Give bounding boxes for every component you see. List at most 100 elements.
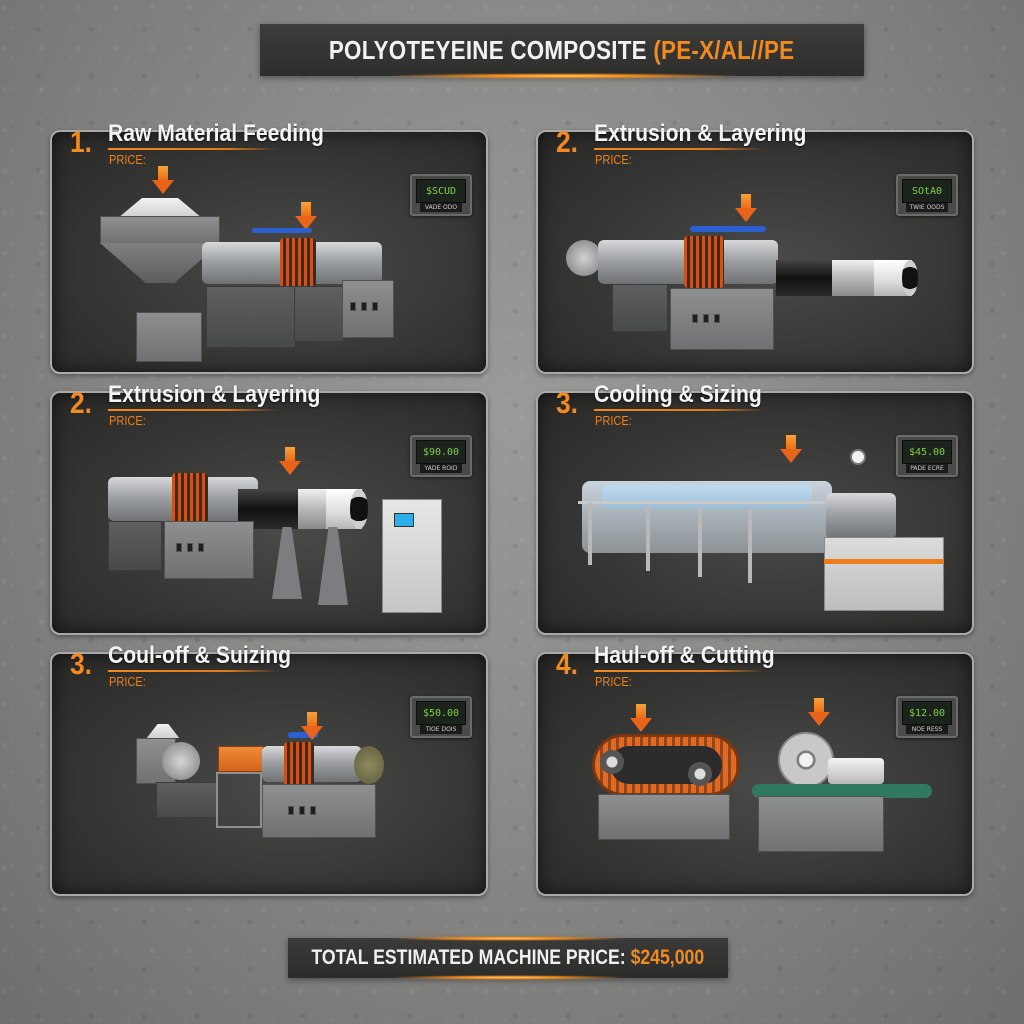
arrow-down-icon <box>735 194 757 224</box>
title-underline <box>594 148 764 150</box>
arrow-down-icon <box>295 202 317 232</box>
hmi-screen <box>394 513 414 527</box>
machine-base-cabinet <box>598 794 730 840</box>
pipe-end <box>350 489 368 529</box>
hopper-icon <box>118 198 202 218</box>
price-display: $SCUD VADE ODO <box>410 174 472 216</box>
pipe-foil-section <box>298 489 328 529</box>
control-buttons <box>692 314 720 323</box>
heater-band <box>280 238 316 288</box>
price-display-caption: PADE ECRE <box>906 464 948 473</box>
price-display-value: $90.00 <box>416 440 466 464</box>
stage-title: Haul-off & Cutting <box>594 642 775 669</box>
stage-number: 1. <box>70 126 93 159</box>
stage-title: Raw Material Feeding <box>108 120 324 147</box>
arrow-down-icon <box>152 166 174 196</box>
stage-panel-extrusion-layering: 2. Extrusion & Layering PRICE: SOtA0 TWI… <box>536 120 974 374</box>
frame-stand <box>216 772 262 828</box>
pressure-gauge-icon <box>850 449 866 465</box>
arrow-down-icon <box>630 704 652 734</box>
total-price-banner: TOTAL ESTIMATED MACHINE PRICE: $245,000 <box>288 936 728 980</box>
stage-panel-extrusion-layering-2: 2. Extrusion & Layering PRICE: $90.00 YA… <box>50 381 488 635</box>
stage-number: 3. <box>556 387 579 420</box>
motor <box>566 240 602 276</box>
arrow-down-icon <box>780 435 802 465</box>
orange-stripe <box>824 559 944 564</box>
price-display-value: $12.00 <box>902 701 952 725</box>
title-accent-text: (PE-X/AL//PE <box>653 34 795 65</box>
heater-band <box>684 236 724 288</box>
price-display-caption: TWIE OODS <box>906 203 948 212</box>
sizing-sleeve <box>826 493 896 539</box>
stage-panel-raw-material-feeding: 1. Raw Material Feeding PRICE: $SCUD VAD… <box>50 120 488 374</box>
arrow-down-icon <box>808 698 830 728</box>
title-underline <box>594 670 764 672</box>
stage-title: Cooling & Sizing <box>594 381 762 408</box>
machine-base-cabinet <box>294 286 344 342</box>
machine-base-cabinet <box>206 286 296 348</box>
tank-leg <box>588 503 592 565</box>
machine-base-cabinet <box>156 782 218 818</box>
tank-frame-rail <box>578 501 828 504</box>
control-buttons <box>176 543 204 552</box>
pipe-foil-section <box>832 260 876 296</box>
price-display-value: SOtA0 <box>902 179 952 203</box>
price-display-caption: TIOE DOIS <box>420 725 462 734</box>
saw-blade-icon <box>778 732 834 788</box>
arrow-down-icon <box>301 712 323 742</box>
pipe-support-stand <box>272 527 302 599</box>
title-main-text: POLYOTEYEINE COMPOSITE <box>329 34 654 65</box>
cut-pipe <box>828 758 884 784</box>
machine-base-cabinet <box>758 796 884 852</box>
heater-band <box>284 742 314 786</box>
banner-glow <box>388 936 628 941</box>
tank-leg <box>698 507 702 577</box>
tank-leg <box>748 509 752 583</box>
stage-number: 2. <box>556 126 579 159</box>
stage-panel-coul-off-suizing: 3. Coul-off & Suizing PRICE: $50.00 TIOE… <box>50 642 488 896</box>
machine-base-cabinet <box>612 284 668 332</box>
price-label: PRICE: <box>109 674 146 689</box>
stage-number: 2. <box>70 387 93 420</box>
title-glow <box>380 73 744 79</box>
banner-glow <box>388 975 628 980</box>
pipe-black-section <box>776 260 834 296</box>
control-buttons <box>350 302 378 311</box>
price-display: $45.00 PADE ECRE <box>896 435 958 477</box>
machine-base-cabinet <box>108 521 162 571</box>
price-display: $90.00 YADE ROID <box>410 435 472 477</box>
price-label: PRICE: <box>595 152 632 167</box>
stage-title: Extrusion & Layering <box>108 381 321 408</box>
title-underline <box>594 409 764 411</box>
price-display: $12.00 NOE RESS <box>896 696 958 738</box>
stage-number: 4. <box>556 648 579 681</box>
price-display-value: $SCUD <box>416 179 466 203</box>
blue-pipe <box>690 226 766 232</box>
price-display-caption: YADE ROID <box>420 464 462 473</box>
total-price-value: $245,000 <box>630 946 705 969</box>
hopper-icon <box>146 724 180 738</box>
drum <box>162 742 200 780</box>
heater-band <box>172 473 208 525</box>
conveyor-belt <box>752 784 932 798</box>
title-underline <box>108 409 278 411</box>
price-display-value: $45.00 <box>902 440 952 464</box>
price-label: PRICE: <box>595 413 632 428</box>
pipe-support-stand <box>318 527 348 605</box>
total-price: TOTAL ESTIMATED MACHINE PRICE: $245,000 <box>312 946 705 970</box>
title-underline <box>108 670 278 672</box>
arrow-down-icon <box>279 447 301 477</box>
stage-panel-haul-off-cutting: 4. Haul-off & Cutting PRICE: $12.00 NOE … <box>536 642 974 896</box>
track-wheel <box>688 762 712 786</box>
stage-title: Extrusion & Layering <box>594 120 807 147</box>
blue-pipe <box>252 228 312 233</box>
page-title: POLYOTEYEINE COMPOSITE (PE-X/AL//PE <box>329 35 794 66</box>
price-display: $50.00 TIOE DOIS <box>410 696 472 738</box>
total-price-label: TOTAL ESTIMATED MACHINE PRICE: <box>311 946 631 969</box>
control-cabinet <box>342 280 394 338</box>
stage-number: 3. <box>70 648 93 681</box>
price-label: PRICE: <box>109 413 146 428</box>
hopper-stand <box>136 312 202 362</box>
title-underline <box>108 148 278 150</box>
control-cabinet <box>262 784 376 838</box>
